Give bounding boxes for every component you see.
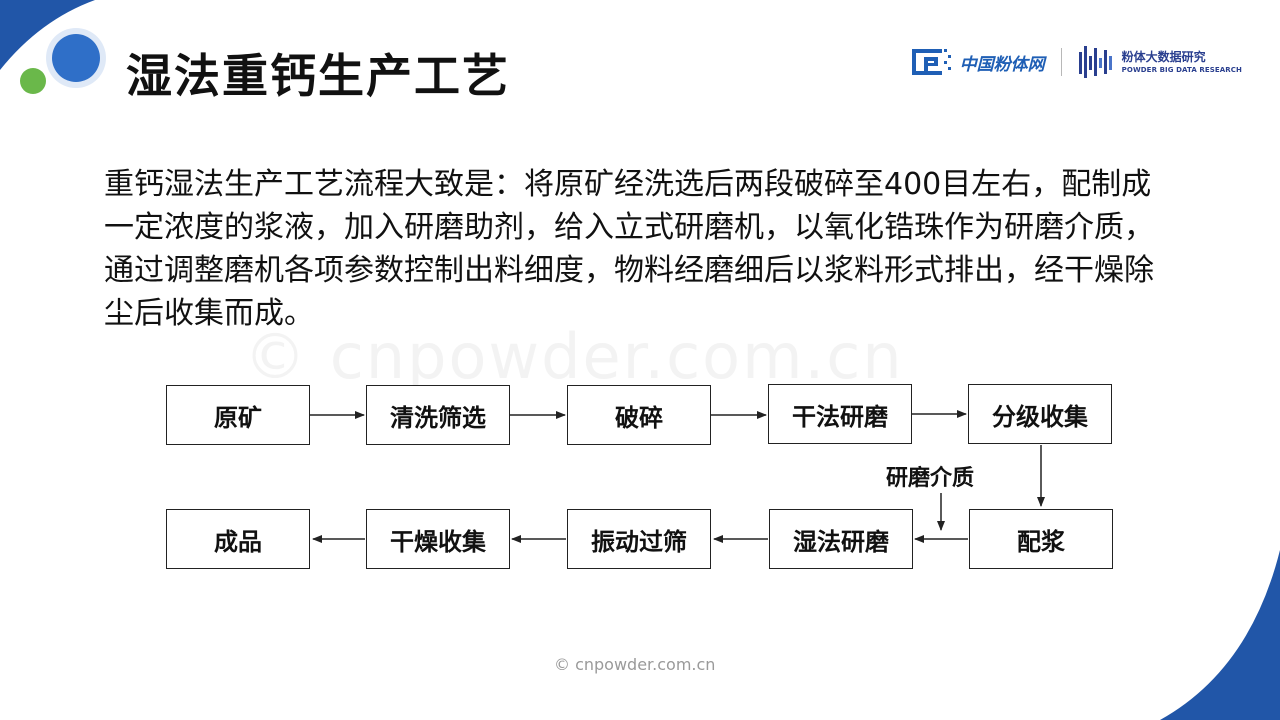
watermark-large: © cnpowder.com.cn [244, 320, 904, 393]
cnpowder-logo-icon [911, 49, 951, 75]
flow-box-dry-collect: 干燥收集 [366, 509, 510, 569]
research-logo-en-text: POWDER BIG DATA RESEARCH [1121, 65, 1242, 74]
page-title: 湿法重钙生产工艺 [126, 49, 510, 103]
process-description: 重钙湿法生产工艺流程大致是：将原矿经洗选后两段破碎至400目左右，配制成一定浓度… [104, 167, 1154, 331]
research-logo-cn-text: 粉体大数据研究 [1121, 49, 1206, 64]
flow-box-wash-screen: 清洗筛选 [366, 385, 510, 445]
cnpowder-logo-text: 中国粉体网 [959, 54, 1045, 75]
research-logo: 粉体大数据研究 POWDER BIG DATA RESEARCH [1078, 44, 1242, 80]
flow-box-slurry: 配浆 [969, 509, 1113, 569]
corner-decoration-top-left [0, 0, 106, 94]
flow-box-vibrating-sieve: 振动过筛 [567, 509, 711, 569]
logo-divider [1060, 48, 1062, 76]
flow-box-product: 成品 [166, 509, 310, 569]
flow-box-wet-grind: 湿法研磨 [769, 509, 913, 569]
flow-box-raw-ore: 原矿 [166, 385, 310, 445]
cnpowder-logo: 中国粉体网 [910, 45, 1045, 79]
header-logos: 中国粉体网 粉体大数据研究 POWDER BIG DATA RESEARCH [910, 40, 1242, 84]
grinding-media-label: 研磨介质 [886, 466, 975, 491]
flow-box-classify-collect: 分级收集 [968, 384, 1112, 444]
flow-box-dry-grind: 干法研磨 [768, 384, 912, 444]
bar-chart-logo-icon [1078, 46, 1112, 78]
watermark-footer: © cnpowder.com.cn [554, 655, 716, 674]
flow-box-crush: 破碎 [567, 385, 711, 445]
corner-decoration-bottom-right [1160, 550, 1280, 720]
